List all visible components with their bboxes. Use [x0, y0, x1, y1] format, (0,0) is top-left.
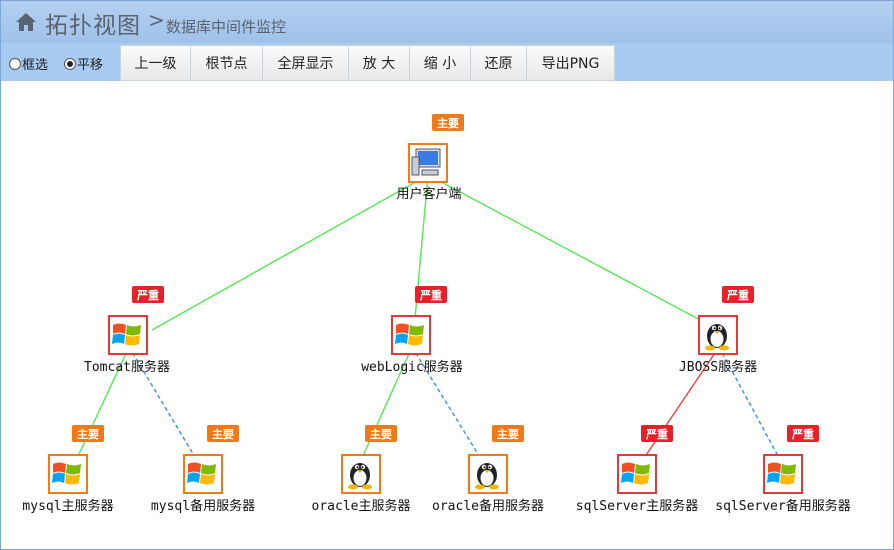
radio-pan-indicator[interactable]	[64, 57, 76, 70]
windows-logo-icon	[187, 462, 216, 485]
node-mysql-main[interactable]	[48, 454, 88, 494]
link-weblogic-oracle-main	[357, 346, 413, 468]
radio-select-indicator[interactable]	[9, 57, 21, 70]
link-weblogic-oracle-backup	[411, 346, 487, 468]
alarm-badge: 主要	[492, 425, 524, 442]
node-sqlserver-main[interactable]	[617, 454, 657, 494]
breadcrumb-separator: >	[148, 8, 165, 32]
node-label: JBOSS服务器	[678, 360, 758, 375]
windows-logo-icon	[621, 462, 650, 485]
page-header: 拓扑视图 > 数据库中间件监控	[1, 1, 893, 43]
node-label: sqlServer主服务器	[575, 499, 699, 514]
node-label: oracle主服务器	[311, 499, 411, 514]
page-title: 拓扑视图	[45, 13, 141, 39]
node-label: mysql主服务器	[22, 499, 114, 514]
node-label: oracle备用服务器	[432, 499, 544, 514]
node-mysql-backup[interactable]	[183, 454, 223, 494]
node-client[interactable]	[408, 143, 448, 183]
link-jboss-sqlserver-backup	[718, 346, 785, 468]
link-client-weblogic	[413, 174, 429, 331]
alarm-badge: 主要	[365, 425, 397, 442]
export-png-button[interactable]: 导出PNG	[526, 45, 615, 81]
alarm-badge: 主要	[72, 425, 104, 442]
link-client-tomcat	[151, 174, 429, 331]
node-tomcat[interactable]	[108, 315, 148, 355]
reset-button[interactable]: 还原	[470, 45, 527, 81]
alarm-badge: 主要	[207, 425, 239, 442]
topology-canvas[interactable]	[5, 81, 893, 549]
desktop-computer-icon	[411, 148, 441, 176]
linux-penguin-icon	[705, 324, 729, 351]
page-subtitle: 数据库中间件监控	[166, 18, 287, 36]
root-node-button[interactable]: 根节点	[190, 45, 263, 81]
link-jboss-sqlserver-main	[637, 346, 720, 468]
zoom-out-button[interactable]: 缩 小	[409, 45, 471, 81]
node-label: 用户客户端	[396, 187, 462, 202]
radio-pan-label: 平移	[77, 58, 104, 73]
toolbar: 框选 平移 上一级 根节点 全屏显示 放 大 缩 小 还原 导出PNG	[1, 43, 893, 81]
alarm-badge: 严重	[722, 286, 754, 303]
node-label: webLogic服务器	[361, 360, 463, 375]
node-weblogic[interactable]	[391, 315, 431, 355]
node-oracle-backup[interactable]	[468, 454, 508, 494]
home-icon[interactable]	[15, 12, 37, 32]
link-tomcat-mysql-main	[72, 346, 130, 468]
windows-logo-icon	[767, 462, 796, 485]
alarm-badge: 主要	[432, 114, 464, 131]
node-label: sqlServer备用服务器	[715, 499, 851, 514]
node-label: Tomcat服务器	[84, 360, 170, 375]
windows-logo-icon	[112, 323, 141, 346]
linux-penguin-icon	[475, 463, 499, 490]
radio-select-mode[interactable]: 框选	[9, 54, 48, 73]
link-tomcat-mysql-backup	[128, 346, 202, 468]
alarm-badge: 严重	[787, 425, 819, 442]
alarm-badge: 严重	[641, 425, 673, 442]
node-oracle-main[interactable]	[341, 454, 381, 494]
link-client-jboss	[427, 174, 720, 331]
radio-pan-mode[interactable]: 平移	[64, 54, 103, 73]
node-jboss[interactable]	[698, 315, 738, 355]
zoom-in-button[interactable]: 放 大	[348, 45, 410, 81]
radio-select-label: 框选	[22, 58, 49, 73]
windows-logo-icon	[395, 323, 424, 346]
topology-links	[72, 174, 785, 468]
fullscreen-button[interactable]: 全屏显示	[262, 45, 349, 81]
windows-logo-icon	[52, 462, 81, 485]
linux-penguin-icon	[348, 463, 372, 490]
up-level-button[interactable]: 上一级	[120, 45, 191, 81]
node-sqlserver-backup[interactable]	[763, 454, 803, 494]
node-label: mysql备用服务器	[150, 499, 256, 514]
alarm-badge: 严重	[415, 286, 447, 303]
alarm-badge: 严重	[132, 286, 164, 303]
